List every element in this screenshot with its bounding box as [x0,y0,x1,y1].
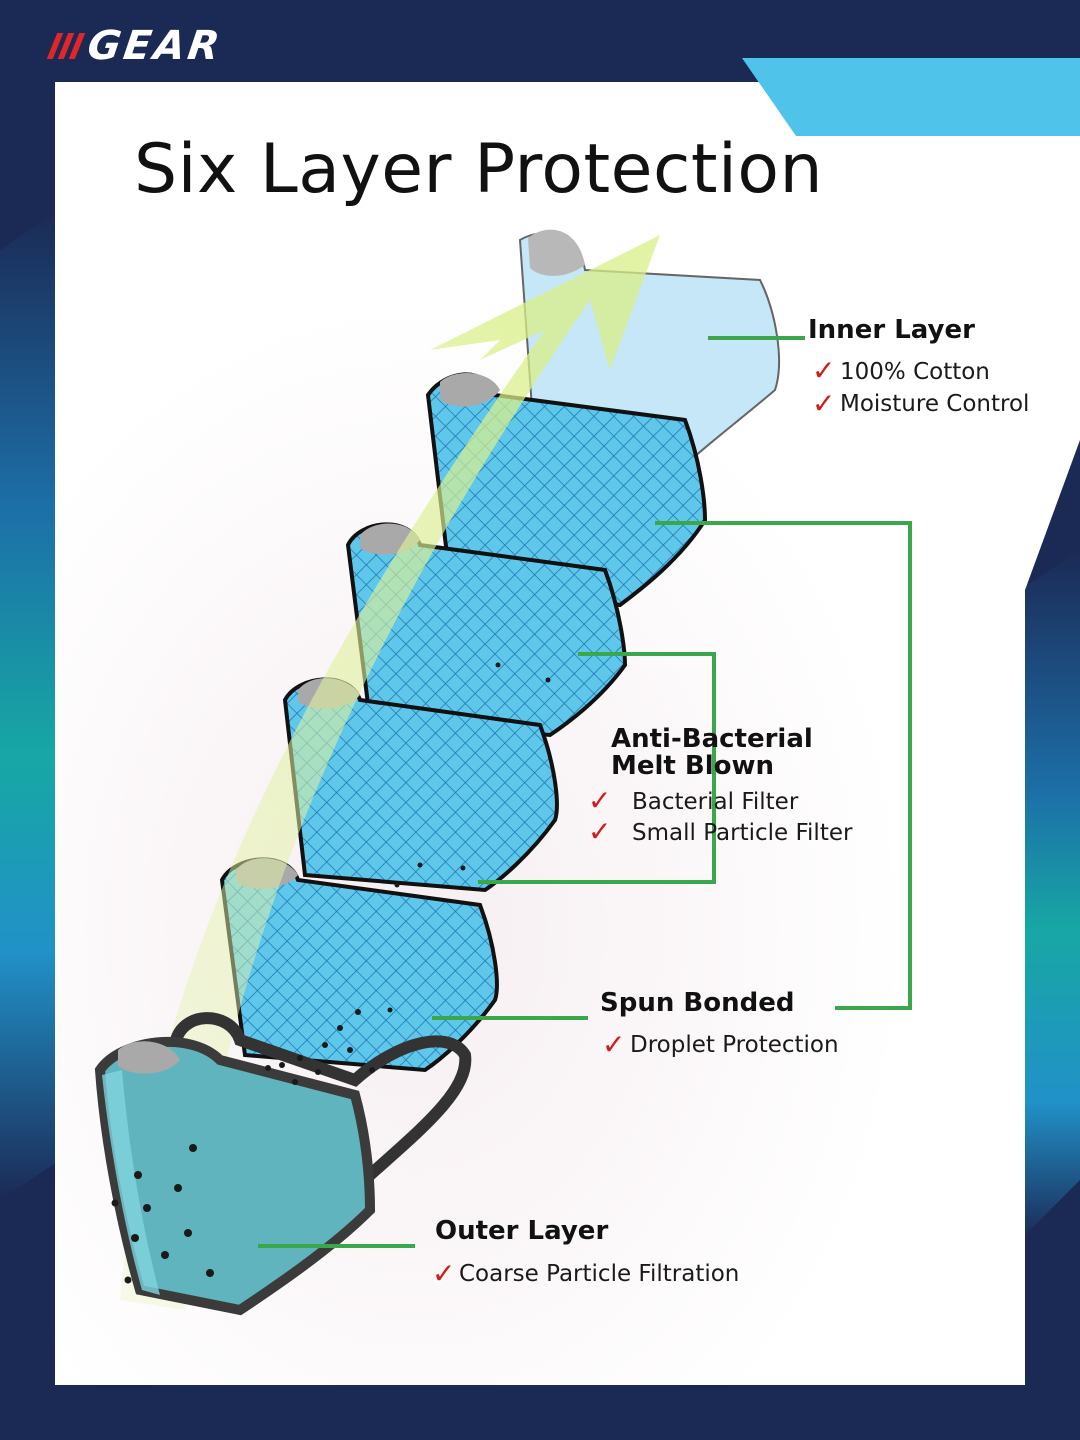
checkmark-icon: ✓ [588,784,612,817]
anti-bacterial-heading-line2: Melt Blown [611,751,775,781]
connector-anti-bacterial [478,652,716,884]
anti-bacterial-feature-2: Small Particle Filter [632,820,853,846]
checkmark-icon: ✓ [812,354,836,387]
anti-bacterial-heading-line1: Anti-Bacterial [611,724,813,754]
gear-logo: GEAR [46,23,226,69]
spun-bonded-heading: Spun Bonded [600,988,795,1018]
checkmark-icon: ✓ [432,1257,456,1290]
checkmark-icon: ✓ [602,1028,626,1061]
outer-layer-heading: Outer Layer [435,1216,609,1246]
inner-feature-1: 100% Cotton [840,359,990,385]
inner-layer-heading: Inner Layer [808,315,975,345]
logo-text: GEAR [84,23,226,69]
outer-layer-mask [94,1012,472,1316]
checkmark-icon: ✓ [588,815,612,848]
connector-lines [258,336,912,1248]
page-title: Six Layer Protection [134,130,824,209]
connector-bracket [655,521,912,1010]
checkmark-icon: ✓ [812,387,836,420]
anti-bacterial-feature-1: Bacterial Filter [632,789,799,815]
logo-stripes [46,33,86,59]
spun-bonded-feature-1: Droplet Protection [630,1032,839,1058]
inner-feature-2: Moisture Control [840,391,1030,417]
particle-dots [111,662,551,1284]
outer-feature-1: Coarse Particle Filtration [459,1261,740,1287]
